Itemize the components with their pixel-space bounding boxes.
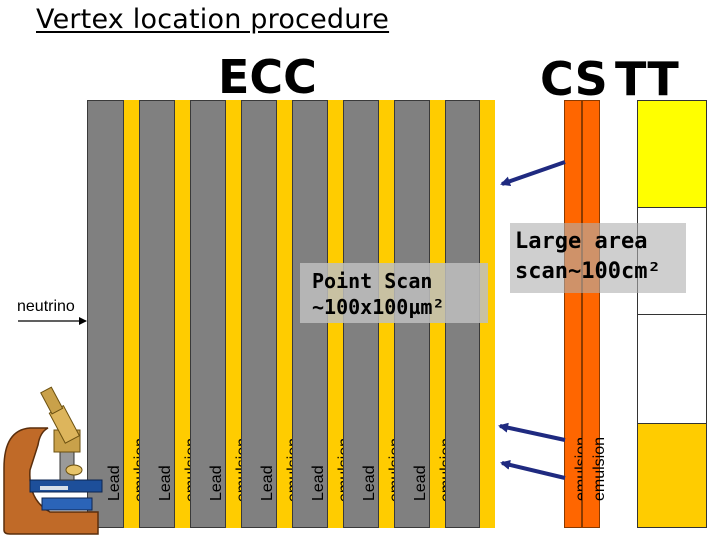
ecc-label: ECC — [218, 50, 317, 104]
point-scan-size: ~100x100µm² — [312, 295, 445, 319]
emulsion-layer: emulsion — [226, 100, 251, 528]
emulsion-layer: emulsion — [277, 100, 302, 528]
lead-plate: Lead — [87, 100, 124, 528]
tt-segment-top — [637, 100, 707, 208]
page-title: Vertex location procedure — [36, 4, 390, 35]
cs-label: CS — [540, 52, 608, 106]
neutrino-label: neutrino — [17, 298, 75, 315]
large-area-size: scan~100cm² — [515, 259, 661, 284]
tt-label: TT — [615, 52, 679, 106]
lead-plate: Lead — [139, 100, 175, 528]
large-area-title: Large area — [515, 229, 648, 254]
point-scan-callout: Point Scan ~100x100µm² — [300, 263, 488, 323]
emulsion-layer: emulsion — [175, 100, 200, 528]
emulsion-layer: emulsion — [124, 100, 149, 528]
point-scan-title: Point Scan — [312, 269, 433, 293]
microscope-icon — [3, 386, 103, 535]
large-area-callout: Large area scan~100cm² — [510, 223, 686, 293]
scan-arrow-upper — [500, 160, 566, 187]
tt-segment — [637, 314, 707, 424]
tt-segment-bottom — [637, 423, 707, 528]
lead-plate: Lead — [190, 100, 226, 528]
lead-plate: Lead — [241, 100, 277, 528]
scan-arrow-middle — [498, 422, 566, 442]
cs-sheet: emulsion — [582, 100, 608, 528]
scan-arrow-lower — [500, 459, 566, 480]
cs-sheet: emulsion — [564, 100, 590, 528]
